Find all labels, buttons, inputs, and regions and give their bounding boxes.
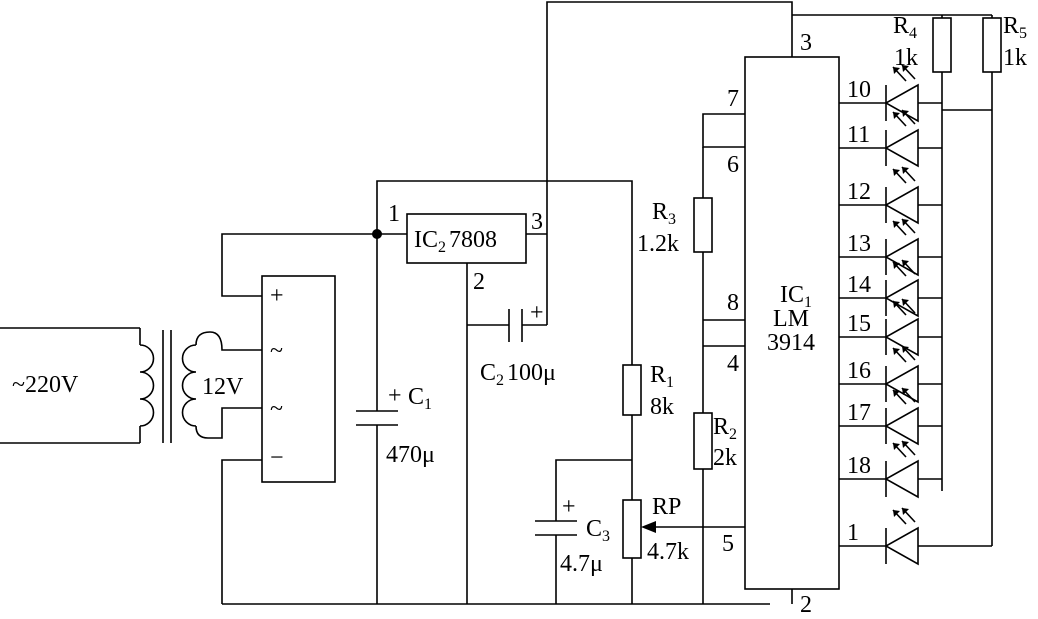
c3-label: C3: [586, 516, 610, 545]
c1-polarity: +: [388, 383, 402, 409]
r5-label: R5: [1003, 13, 1027, 42]
led-pin-label: 18: [847, 453, 871, 479]
primary-winding: [139, 344, 155, 427]
r3-value: 1.2k: [637, 231, 679, 257]
led-13: 13: [839, 218, 942, 277]
ic1-line3: 3914: [767, 330, 815, 356]
led-pin-label: 10: [847, 77, 871, 103]
rectifier-ac1-label: ~: [270, 338, 283, 364]
c2-polarity: +: [530, 300, 544, 326]
ic1-pin-4: 4: [727, 351, 739, 377]
r5-value: 1k: [1003, 45, 1027, 71]
led-14: 14: [839, 259, 942, 318]
bridge-rectifier: [261, 275, 336, 483]
ic1-label: IC1: [780, 282, 812, 311]
led-15: 15: [839, 298, 942, 357]
led-array: 10 11 12 13 14 15 16 17 18 1: [839, 64, 992, 566]
r1-value: 8k: [650, 394, 674, 420]
diode-icon: [884, 459, 919, 499]
ic2-pin-in: 1: [388, 201, 400, 227]
rectifier-ac2-label: ~: [270, 396, 283, 422]
resistor-r2: [693, 412, 713, 470]
led-11: 11: [839, 109, 942, 168]
led-18: 18: [839, 440, 942, 499]
led-pin-label: 16: [847, 358, 871, 384]
diode-icon: [884, 526, 919, 566]
diode-icon: [884, 83, 919, 123]
secondary-voltage-label: 12V: [202, 374, 244, 400]
ic1-top-pin: 3: [800, 30, 812, 56]
ic1-line2: LM: [773, 306, 809, 332]
diode-icon: [884, 128, 919, 168]
led-10: 10: [839, 64, 942, 123]
r4-label: R4: [893, 13, 917, 42]
c3-value: 4.7μ: [560, 551, 603, 577]
source-voltage-label: ~220V: [12, 372, 79, 398]
c1-value: 470μ: [386, 442, 435, 468]
resistor-r5: [982, 17, 1002, 73]
ic2-regulator: [406, 213, 527, 264]
rectifier-minus-label: −: [270, 445, 284, 471]
diode-icon: [884, 185, 919, 225]
ic1-lm3914: [744, 56, 840, 590]
r2-label: R2: [713, 414, 737, 443]
capacitor-c1: [356, 234, 398, 604]
ic1-pin-8: 8: [727, 290, 739, 316]
resistor-r3: [693, 197, 713, 253]
ic2-pin-gnd: 2: [473, 269, 485, 295]
diode-icon: [884, 317, 919, 357]
rp-label: RP: [652, 494, 681, 520]
r2-value: 2k: [713, 445, 737, 471]
resistor-r4: [932, 17, 952, 73]
led-pin-label: 1: [847, 520, 859, 546]
led-pin-label: 14: [847, 272, 871, 298]
secondary-winding: [181, 344, 197, 427]
led-16: 16: [839, 345, 942, 404]
led-pin-label: 17: [847, 400, 871, 426]
diode-icon: [884, 406, 919, 446]
led-12: 12: [839, 166, 942, 225]
diode-icon: [884, 364, 919, 404]
rp-value: 4.7k: [647, 539, 689, 565]
c3-polarity: +: [562, 494, 576, 520]
r1-label: R1: [650, 362, 674, 391]
potentiometer-rp: [622, 499, 642, 559]
ic1-pin-6: 6: [727, 152, 739, 178]
v-plus-rail: [546, 1, 793, 325]
led-17: 17: [839, 387, 942, 446]
ic1-pin-7: 7: [727, 86, 739, 112]
capacitor-c2: [466, 263, 547, 604]
ic1-pin-5: 5: [722, 531, 734, 557]
led-pin-label: 13: [847, 231, 871, 257]
c1-label: C1: [408, 384, 432, 413]
r3-label: R3: [652, 199, 676, 228]
led-pin-label: 15: [847, 311, 871, 337]
led-1: 1: [839, 507, 992, 566]
diode-icon: [884, 237, 919, 277]
led-pin-label: 12: [847, 179, 871, 205]
ic1-bottom-pin: 2: [800, 592, 812, 614]
transformer: [0, 327, 262, 444]
led-pin-label: 11: [847, 122, 870, 148]
resistor-r1: [622, 364, 642, 416]
rectifier-plus-label: +: [270, 283, 284, 309]
capacitor-c3: [535, 520, 577, 604]
ic2-pin-out: 3: [531, 209, 543, 235]
